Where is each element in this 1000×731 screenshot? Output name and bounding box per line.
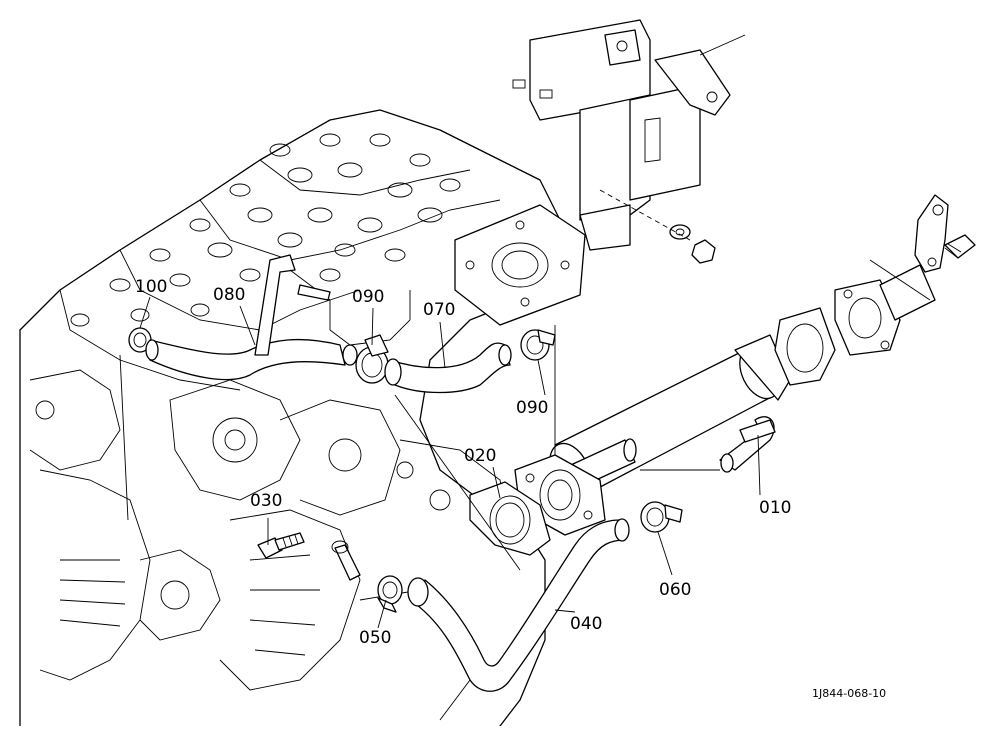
right-bracket-bolt	[914, 194, 976, 273]
label-010: 010	[759, 498, 791, 518]
label-020: 020	[464, 446, 496, 466]
label-100: 100	[135, 277, 167, 297]
label-090-b: 090	[516, 398, 548, 418]
clamp-090-a	[355, 334, 389, 384]
label-080: 080	[213, 285, 245, 305]
hose-040	[407, 518, 630, 692]
pipe-080	[145, 254, 358, 381]
label-030: 030	[250, 491, 282, 511]
clamp-050	[331, 540, 403, 613]
label-070: 070	[423, 300, 455, 320]
bolt-holes	[70, 133, 461, 327]
clamp-090-b	[520, 329, 556, 361]
hose-070	[384, 342, 512, 394]
drawing-reference-code: 1J844-068-10	[812, 687, 886, 700]
intake-flange-plate	[454, 204, 586, 326]
label-050: 050	[359, 628, 391, 648]
gasket-020	[469, 481, 551, 556]
mounting-bracket	[512, 19, 746, 264]
part-number-labels: 100 080 090 070 090 020 030 010 060 050 …	[135, 277, 791, 648]
leader-lines	[119, 296, 761, 629]
label-040: 040	[570, 614, 602, 634]
clamp-060	[640, 501, 683, 533]
right-gaskets	[774, 259, 936, 386]
bolt-030	[257, 532, 305, 559]
label-090-a: 090	[352, 287, 384, 307]
label-060: 060	[659, 580, 691, 600]
engine-block	[19, 109, 561, 727]
